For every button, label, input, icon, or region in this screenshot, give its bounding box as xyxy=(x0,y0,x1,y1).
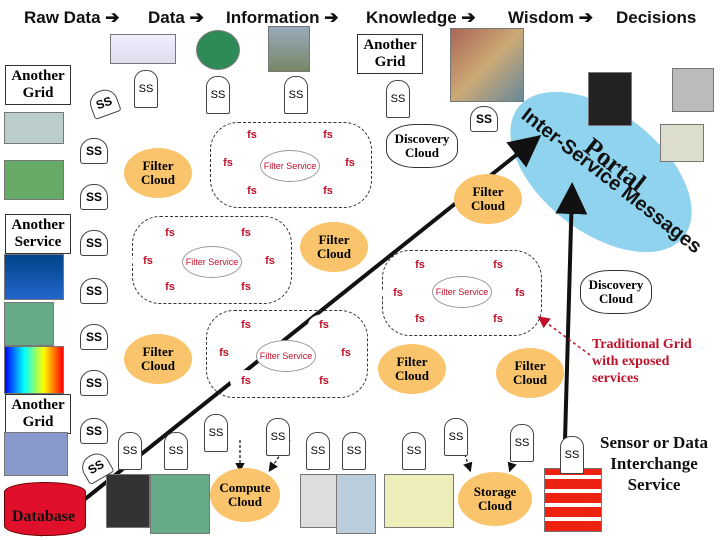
satellite-image xyxy=(4,302,54,346)
discovery-cloud: Discovery Cloud xyxy=(580,270,652,314)
fs-node: fs xyxy=(236,180,268,202)
filter-service-group-1 xyxy=(210,122,372,208)
database-label: Database xyxy=(12,508,76,525)
fs-node: fs xyxy=(382,282,414,304)
antenna-image xyxy=(336,474,376,534)
molecule-image xyxy=(384,474,454,528)
ss-node: SS xyxy=(80,138,108,164)
header-data: Data ➔ xyxy=(148,8,204,27)
fs-node: fs xyxy=(154,276,186,298)
fs-node: fs xyxy=(132,250,164,272)
fs-node: fs xyxy=(254,250,286,272)
filter-cloud: Filter Cloud xyxy=(126,336,190,382)
fs-node: fs xyxy=(312,124,344,146)
webcam-image xyxy=(300,474,338,528)
another-grid-left-1: Another Grid xyxy=(5,65,71,105)
another-service-left: Another Service xyxy=(5,214,71,254)
filter-cloud: Filter Cloud xyxy=(498,350,562,396)
filter-service: Filter Service xyxy=(260,150,320,182)
sensor-service-label: Sensor or Data Interchange Service xyxy=(600,433,708,494)
traditional-grid-label: Traditional Grid with exposed services xyxy=(592,337,692,386)
moon-image xyxy=(106,474,150,528)
fs-node: fs xyxy=(154,222,186,244)
filter-service: Filter Service xyxy=(432,276,492,308)
fs-node: fs xyxy=(482,254,514,276)
fs-node: fs xyxy=(230,222,262,244)
fs-node: fs xyxy=(404,254,436,276)
usa-map-image xyxy=(196,30,240,70)
filter-cloud: Filter Cloud xyxy=(126,150,190,196)
database-cylinder xyxy=(4,482,86,536)
fs-node: fs xyxy=(230,314,262,336)
detector-image xyxy=(4,432,68,476)
filter-service-group-4 xyxy=(206,310,368,398)
tv-image xyxy=(588,72,632,126)
phone-image xyxy=(4,112,64,144)
fs-node: fs xyxy=(330,342,362,364)
another-grid-top: Another Grid xyxy=(357,34,423,74)
blue-grid-image xyxy=(4,254,64,300)
ss-node: SS xyxy=(80,370,108,396)
header-knowledge: Knowledge ➔ xyxy=(366,8,476,27)
storage-cloud: Storage Cloud xyxy=(460,474,530,524)
filter-cloud: Filter Cloud xyxy=(380,346,444,392)
header-information: Information ➔ xyxy=(226,8,339,27)
header-raw-data: Raw Data ➔ xyxy=(24,8,120,27)
filter-service: Filter Service xyxy=(182,246,242,278)
fs-node: fs xyxy=(236,124,268,146)
ss-node: SS xyxy=(470,106,498,132)
filter-cloud: Filter Cloud xyxy=(302,224,366,270)
airplane-image xyxy=(110,34,176,64)
fs-node: fs xyxy=(312,180,344,202)
sensor-mast-image xyxy=(268,26,310,72)
observatory-image xyxy=(150,474,210,534)
library-image xyxy=(450,28,524,102)
filter-service: Filter Service xyxy=(256,340,316,372)
colormap-image xyxy=(4,346,64,394)
fs-node: fs xyxy=(230,276,262,298)
ss-node: SS xyxy=(80,278,108,304)
discovery-cloud: Discovery Cloud xyxy=(386,124,458,168)
ss-node: SS xyxy=(80,184,108,210)
fs-node: fs xyxy=(208,342,240,364)
ss-node: SS xyxy=(80,324,108,350)
header-wisdom: Wisdom ➔ xyxy=(508,8,593,27)
fs-node: fs xyxy=(404,308,436,330)
ss-node: SS xyxy=(80,418,108,444)
fs-node: fs xyxy=(308,370,340,392)
fs-node: fs xyxy=(212,152,244,174)
fs-node: fs xyxy=(482,308,514,330)
sensor-grid-image xyxy=(544,468,602,532)
fs-node: fs xyxy=(230,370,262,392)
laptop-image xyxy=(660,124,704,162)
fs-node: fs xyxy=(334,152,366,174)
compute-cloud: Compute Cloud xyxy=(212,470,278,520)
pda-image xyxy=(672,68,714,112)
field-image xyxy=(4,160,64,200)
another-grid-left-2: Another Grid xyxy=(5,394,71,434)
header-decisions: Decisions xyxy=(616,8,697,27)
fs-node: fs xyxy=(308,314,340,336)
filter-cloud: Filter Cloud xyxy=(456,176,520,222)
fs-node: fs xyxy=(504,282,536,304)
ss-node: SS xyxy=(80,230,108,256)
